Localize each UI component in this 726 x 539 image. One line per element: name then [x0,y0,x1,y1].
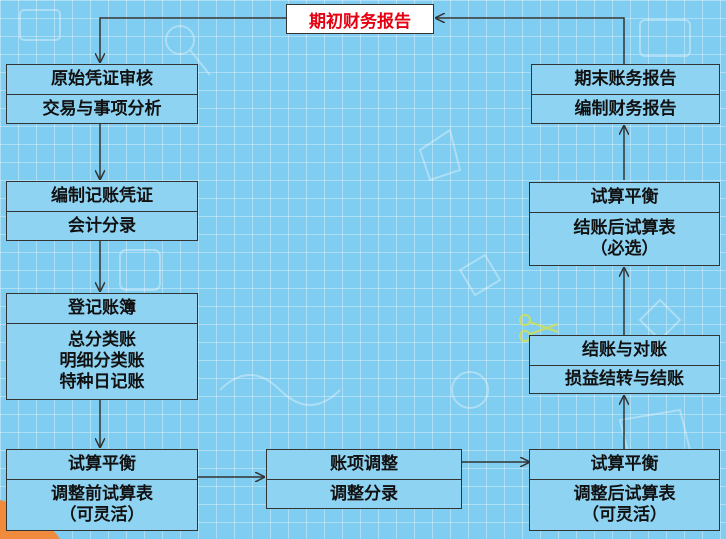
title-box: 期初财务报告 [286,4,434,34]
closing-detail: 损益结转与结账 [530,365,719,393]
trial-pre-note: （可灵活） [59,505,145,525]
ledger-box: 登记账簿 总分类账 明细分类账 特种日记账 [6,293,198,400]
trial-pre-title: 试算平衡 [68,454,136,474]
audit-box: 原始凭证审核 交易与事项分析 [6,64,198,124]
voucher-box: 编制记账凭证 会计分录 [6,181,198,241]
voucher-detail: 会计分录 [7,211,197,240]
report-end-box: 期末账务报告 编制财务报告 [531,64,720,124]
trial-post-box: 试算平衡 调整后试算表 （可灵活） [529,449,720,531]
report-end-title: 期末账务报告 [574,69,677,89]
trial-post-note: （可灵活） [582,505,667,525]
arrow-title-to-audit [100,17,286,62]
audit-detail: 交易与事项分析 [7,94,197,123]
arrow-report-to-title [436,18,625,64]
trial-pre-box: 试算平衡 调整前试算表 （可灵活） [6,449,198,531]
adjust-title: 账项调整 [330,454,398,474]
voucher-title: 编制记账凭证 [51,186,153,206]
trial-close-table: 结账后试算表 [573,218,676,238]
closing-box: 结账与对账 损益结转与结账 [529,335,720,394]
trial-close-title: 试算平衡 [590,187,659,207]
closing-title: 结账与对账 [582,340,667,360]
ledger-subsidiary: 明细分类账 [59,351,145,371]
ledger-title: 登记账簿 [68,298,136,318]
trial-close-box: 试算平衡 结账后试算表 （必选） [529,182,720,266]
ledger-journal: 特种日记账 [59,372,145,392]
ledger-general: 总分类账 [68,330,136,350]
trial-close-note: （必选） [590,239,659,259]
audit-title: 原始凭证审核 [51,69,153,89]
trial-pre-table: 调整前试算表 [51,484,153,504]
title-text: 期初财务报告 [309,11,411,32]
adjust-detail: 调整分录 [267,479,461,508]
report-end-detail: 编制财务报告 [532,94,719,123]
trial-post-title: 试算平衡 [590,454,659,474]
trial-post-table: 调整后试算表 [573,484,676,504]
adjust-box: 账项调整 调整分录 [266,449,462,509]
